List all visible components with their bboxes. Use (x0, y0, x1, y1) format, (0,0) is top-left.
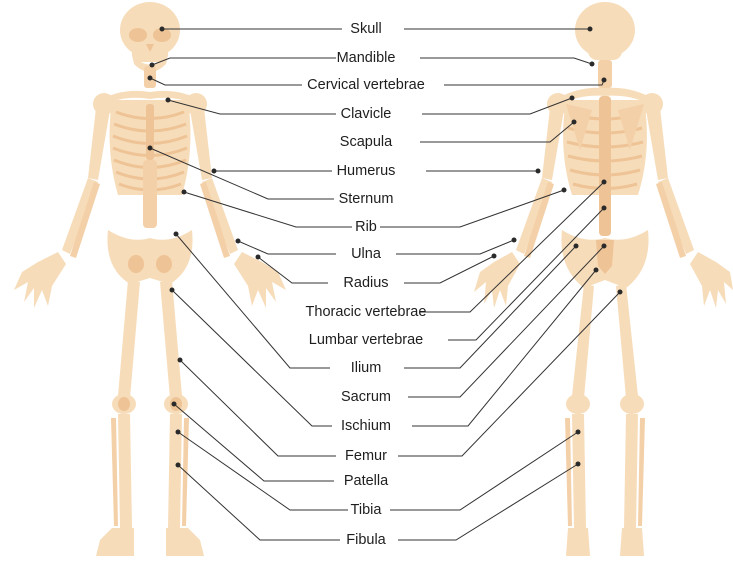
label-clavicle: Clavicle (266, 106, 466, 122)
label-fibula: Fibula (266, 532, 466, 548)
label-lumbar-vertebrae: Lumbar vertebrae (266, 332, 466, 348)
label-sternum: Sternum (266, 191, 466, 207)
label-tibia: Tibia (266, 502, 466, 518)
leader-tibia-right (390, 432, 578, 510)
label-scapula: Scapula (266, 134, 466, 150)
label-humerus: Humerus (266, 163, 466, 179)
label-ilium: Ilium (266, 360, 466, 376)
leader-cervical-right (444, 80, 604, 85)
leader-patella-left (174, 404, 334, 481)
label-mandible: Mandible (266, 50, 466, 66)
label-thoracic-vertebrae: Thoracic vertebrae (266, 304, 466, 320)
label-radius: Radius (266, 275, 466, 291)
label-sacrum: Sacrum (266, 389, 466, 405)
label-femur: Femur (266, 448, 466, 464)
label-skull: Skull (266, 21, 466, 37)
label-rib: Rib (266, 219, 466, 235)
leader-tibia-left (178, 432, 348, 510)
label-cervical-vertebrae: Cervical vertebrae (266, 77, 466, 93)
label-patella: Patella (266, 473, 466, 489)
label-ischium: Ischium (266, 418, 466, 434)
label-ulna: Ulna (266, 246, 466, 262)
